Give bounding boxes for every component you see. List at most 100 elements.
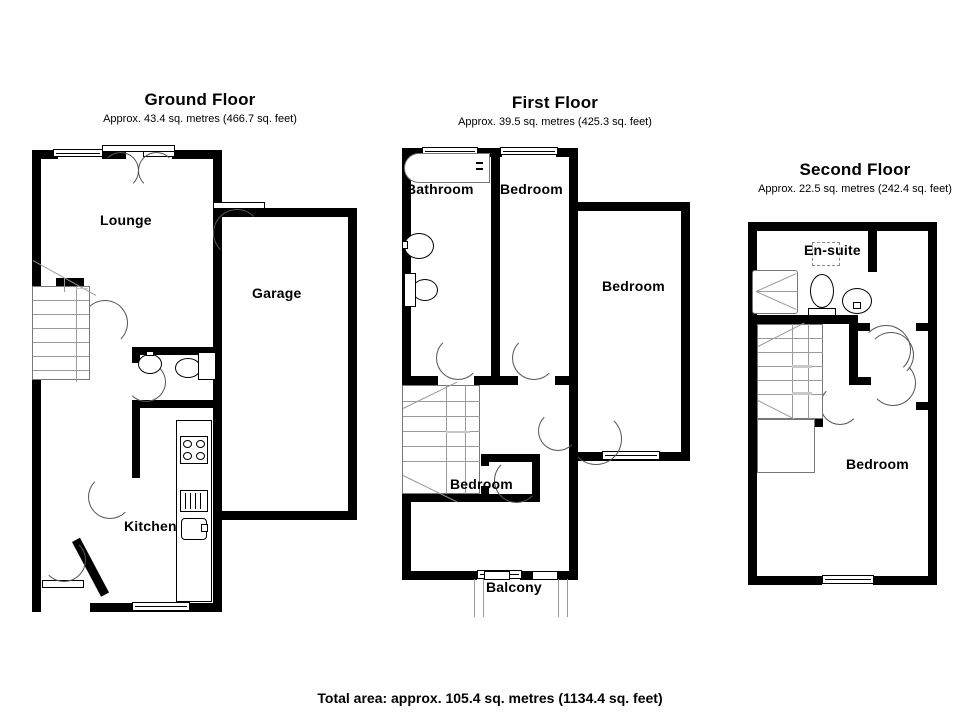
- stair-nosing: [76, 288, 88, 289]
- door-lounge-french-frame[interactable]: [102, 145, 175, 152]
- bath-tub: [404, 153, 490, 183]
- door-garage-frame[interactable]: [213, 202, 265, 209]
- stair-direction-arrow: [64, 278, 65, 292]
- wall-second-bottom-b: [873, 576, 937, 585]
- window-bedroom-front: [500, 147, 558, 155]
- wall-garage-top: [213, 208, 357, 217]
- kitchen-drainer-line-2: [190, 493, 191, 509]
- balcony-door-right[interactable]: [532, 571, 558, 580]
- bath-tap-a: [476, 162, 483, 164]
- stair-second-nosing-a: [792, 365, 812, 368]
- second-recess: [757, 419, 815, 473]
- stair-second-tread-2: [758, 352, 823, 353]
- wall-first-top-a: [402, 148, 424, 157]
- stair-second-nosing-b: [792, 392, 812, 395]
- ensuite-basin: [842, 288, 872, 314]
- ensuite-shower-line: [756, 291, 798, 292]
- room-label-kitchen: Kitchen: [124, 518, 177, 534]
- door-hall-swing: [82, 300, 128, 346]
- floor-second-area: Approx. 22.5 sq. metres (242.4 sq. feet): [758, 183, 952, 195]
- kitchen-drainer-line-3: [195, 493, 196, 509]
- stair-second-tread-3: [758, 366, 823, 367]
- balcony-rail-left: [474, 579, 475, 617]
- kitchen-hob-burner-4: [196, 452, 205, 460]
- door-bathroom-swing: [436, 336, 480, 380]
- door-bedroom-right-swing: [570, 413, 622, 465]
- kitchen-hob-burner-1: [183, 440, 192, 448]
- ensuite-ceiling-hatch: [812, 242, 840, 266]
- stair-second-tread-5: [758, 394, 823, 395]
- wall-first-step-top: [569, 202, 690, 211]
- door-lounge-french-left-swing: [102, 152, 139, 189]
- window-lounge-left: [53, 149, 103, 157]
- stair-first-tread-5: [403, 461, 480, 462]
- stair-tread-2: [33, 314, 89, 315]
- wall-first-right: [681, 202, 690, 460]
- wall-bathroom-right: [491, 148, 500, 384]
- stair-tread-3: [33, 328, 89, 329]
- staircase-ground: [32, 286, 90, 380]
- balcony-door-left[interactable]: [484, 571, 510, 580]
- wall-ensuite-bottom: [748, 315, 858, 324]
- floor-first-plan: Bathroom Bedroom Bedroom Bedroom Balcony: [390, 93, 720, 618]
- floor-ground: Ground Floor Approx. 43.4 sq. metres (46…: [20, 90, 380, 620]
- wc-cistern: [198, 352, 216, 380]
- wall-first-left: [402, 148, 411, 580]
- floor-second-plan: En-suite Bedroom: [730, 160, 980, 600]
- room-label-bedroom-right: Bedroom: [602, 278, 665, 294]
- floor-second: Second Floor Approx. 22.5 sq. metres (24…: [730, 160, 980, 600]
- wall-second-landing: [849, 377, 871, 385]
- window-kitchen-rear: [132, 602, 190, 611]
- wall-first-mid-right: [569, 202, 578, 580]
- stair-first-rail-b: [465, 385, 466, 494]
- stair-second-tread-4: [758, 380, 823, 381]
- kitchen-sink-tap: [201, 524, 208, 532]
- total-area-text: Total area: approx. 105.4 sq. metres (11…: [317, 690, 663, 706]
- balcony-rail-left-b: [483, 579, 484, 617]
- wall-wc-top: [132, 347, 140, 363]
- room-label-bedroom-rear: Bedroom: [450, 476, 513, 492]
- room-label-bathroom: Bathroom: [406, 181, 474, 197]
- kitchen-drainer-line-1: [185, 493, 186, 509]
- wall-bathroom-door-jamb: [474, 376, 500, 385]
- stair-first-tread-2: [403, 416, 480, 417]
- wall-second-hall-c: [916, 402, 937, 410]
- wall-first-right-upper: [569, 148, 578, 210]
- floor-ground-title: Ground Floor: [144, 90, 256, 109]
- window-second-bedroom: [822, 575, 874, 584]
- floor-ground-plan: Lounge Garage Kitchen: [20, 90, 380, 620]
- stair-tread-5: [33, 356, 89, 357]
- floor-ground-title-block: Ground Floor Approx. 43.4 sq. metres (46…: [20, 90, 380, 126]
- wall-bedroom-front-bottom-b: [555, 376, 578, 385]
- room-label-balcony: Balcony: [486, 579, 542, 595]
- stair-tread-1: [33, 300, 89, 301]
- bath-tap-b: [476, 168, 483, 170]
- room-label-bedroom-front: Bedroom: [500, 181, 563, 197]
- door-wc-swing: [126, 362, 166, 402]
- wall-wc-top-bar: [132, 347, 216, 355]
- wall-ground-top-right: [172, 150, 222, 159]
- floor-second-title: Second Floor: [799, 160, 911, 179]
- wall-ground-top-left: [32, 150, 58, 159]
- stair-winder-b: [76, 286, 77, 382]
- wall-second-hall-a: [858, 323, 870, 331]
- floor-first-area: Approx. 39.5 sq. metres (425.3 sq. feet): [458, 116, 652, 128]
- wall-garage-bottom: [222, 511, 357, 520]
- door-landing-swing: [538, 411, 578, 451]
- floor-first-title: First Floor: [511, 93, 599, 112]
- wall-kitchen-partition-h: [132, 400, 220, 408]
- ensuite-toilet-cistern: [808, 308, 836, 316]
- ensuite-basin-tap: [853, 302, 861, 309]
- floor-ground-area: Approx. 43.4 sq. metres (466.7 sq. feet): [103, 113, 297, 125]
- room-label-ensuite: En-suite: [804, 242, 861, 258]
- kitchen-hob-burner-2: [196, 440, 205, 448]
- door-bedroom-rear-swing: [494, 458, 539, 503]
- door-garage-swing: [213, 209, 261, 257]
- wall-ground-left: [32, 150, 41, 612]
- bathroom-basin-tap: [402, 241, 408, 249]
- room-label-second-bedroom: Bedroom: [846, 456, 909, 472]
- door-kitchen-swing: [88, 475, 132, 519]
- door-second-hall-swing: [868, 332, 914, 378]
- kitchen-hob-burner-3: [183, 452, 192, 460]
- stair-second-rail-b: [808, 324, 809, 419]
